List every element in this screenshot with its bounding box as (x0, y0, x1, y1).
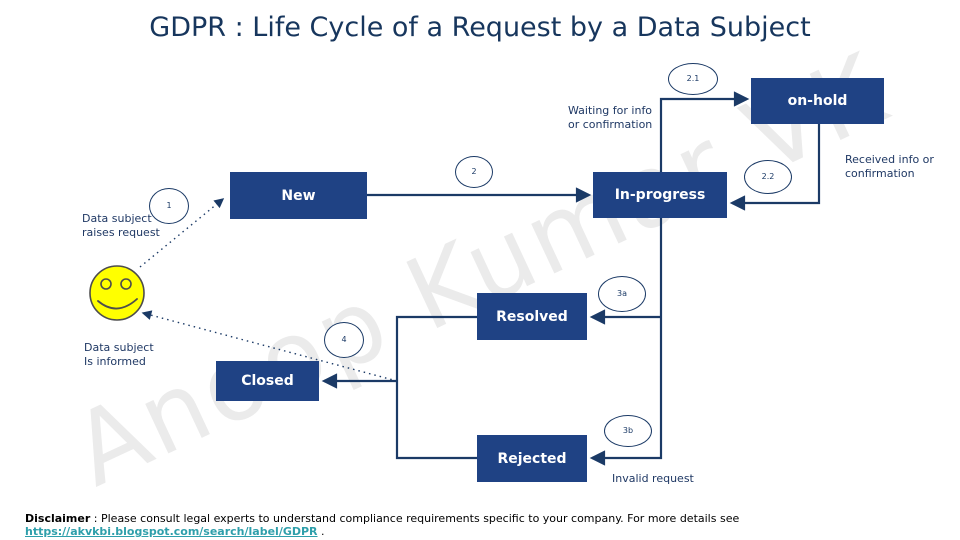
step-circle-4: 4 (324, 322, 364, 358)
disclaimer-suffix: . (317, 525, 325, 538)
disclaimer: Disclaimer : Please consult legal expert… (25, 512, 945, 538)
arrow-on-hold-to-in-progress (729, 124, 821, 211)
disclaimer-label: Disclaimer (25, 512, 91, 525)
step-circle-3b: 3b (604, 415, 652, 447)
label-received-info: Received info or confirmation (845, 153, 934, 180)
step-circle-1: 1 (149, 188, 189, 224)
node-in-progress: In-progress (593, 172, 727, 218)
disclaimer-text: : Please consult legal experts to unders… (90, 512, 740, 525)
arrow-in-progress-to-on-hold (659, 91, 750, 172)
node-new: New (230, 172, 367, 219)
label-waiting-info: Waiting for info or confirmation (568, 104, 653, 131)
step-circle-2: 2 (455, 156, 493, 188)
gdpr-link[interactable]: https://akvkbi.blogspot.com/search/label… (25, 525, 318, 538)
smiley-right-eye (120, 278, 132, 290)
connector-resolved-rejected-merge (395, 315, 477, 460)
smiley-left-eye (100, 278, 112, 290)
dotted-arrow-subject-to-new (139, 198, 225, 268)
label-raises-request: Data subject raises request (82, 212, 160, 239)
step-circle-2-2: 2.2 (744, 160, 792, 194)
smiley-mouth (97, 298, 138, 310)
smiley-head (89, 265, 145, 321)
node-rejected: Rejected (477, 435, 587, 482)
node-resolved: Resolved (477, 293, 587, 340)
label-invalid-request: Invalid request (612, 472, 694, 485)
page-title: GDPR : Life Cycle of a Request by a Data… (149, 12, 811, 43)
label-is-informed: Data subject Is informed (84, 341, 154, 368)
arrow-in-progress-to-rejected (589, 218, 663, 466)
step-circle-2-1: 2.1 (668, 63, 718, 95)
step-circle-3a: 3a (598, 276, 646, 312)
node-on-hold: on-hold (751, 78, 884, 124)
node-closed: Closed (216, 361, 319, 401)
smiley-face-icon (89, 265, 145, 321)
